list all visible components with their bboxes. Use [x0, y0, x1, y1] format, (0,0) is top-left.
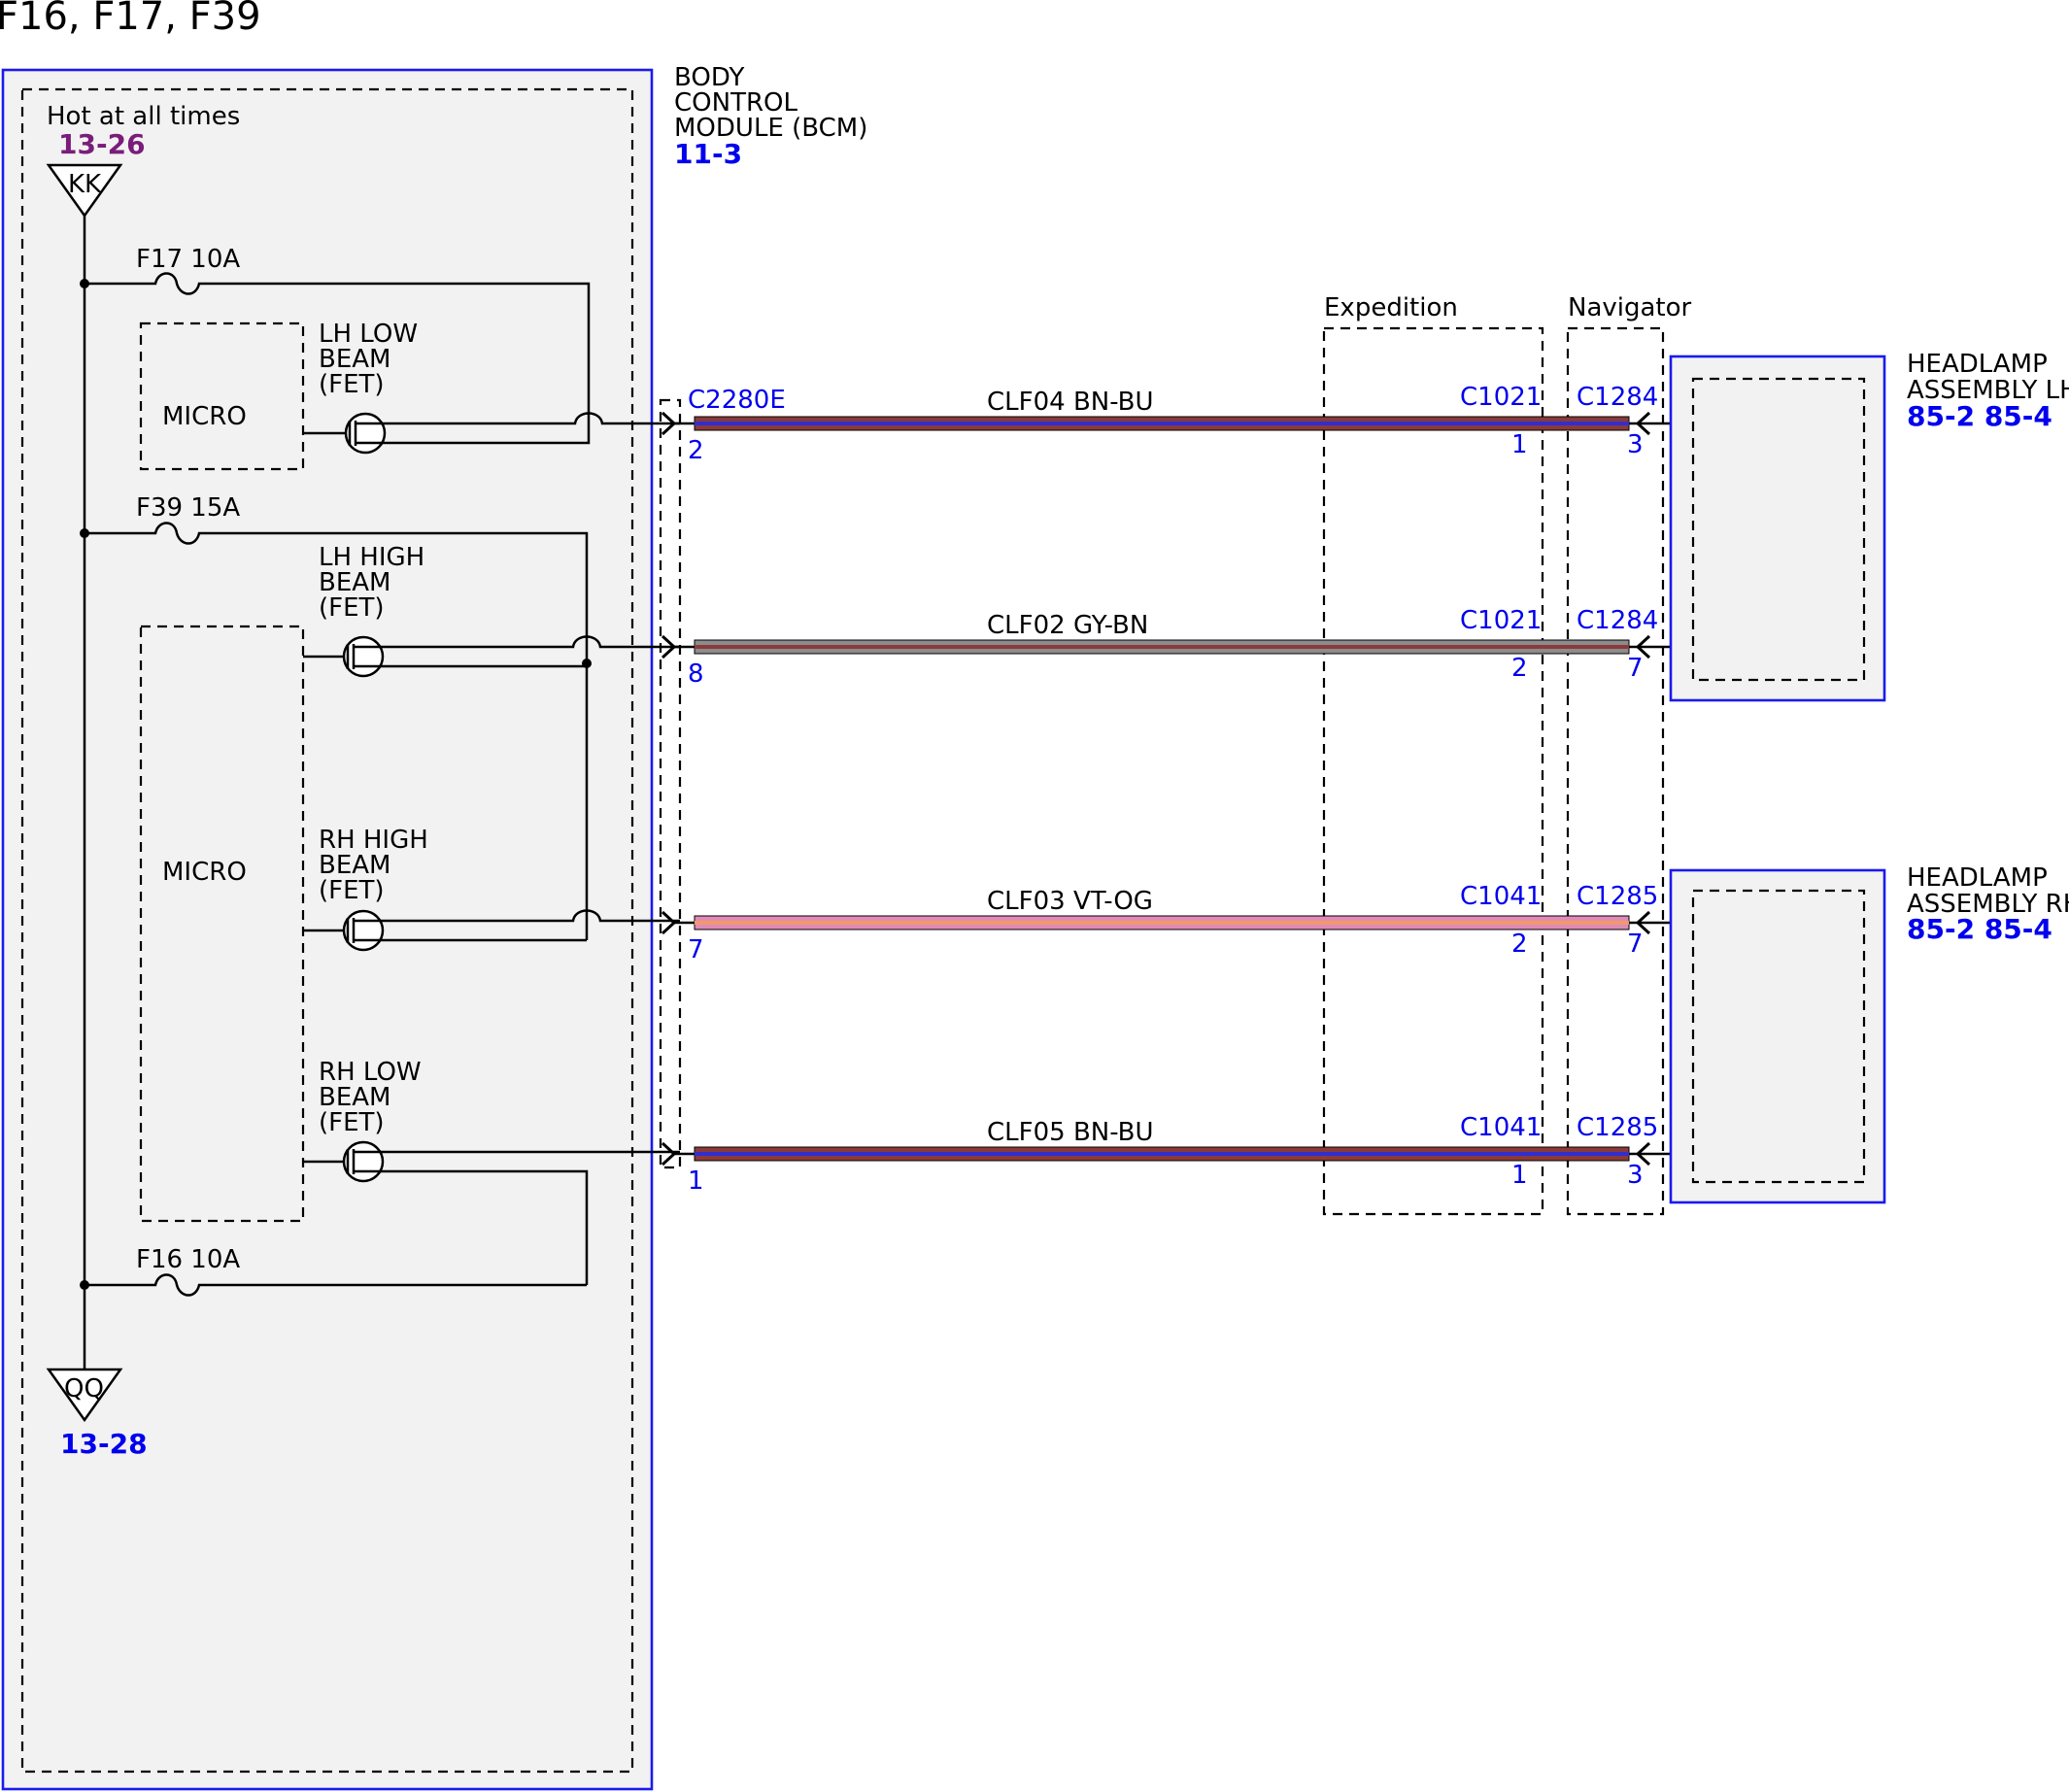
rh-low-label-1: RH LOW — [319, 1058, 422, 1087]
circuit-wire-stripe — [695, 645, 1629, 649]
lh-high-label-3: (FET) — [319, 593, 385, 623]
kk-terminal-label: KK — [68, 170, 102, 199]
mid-pin-number[interactable]: 1 — [1511, 430, 1528, 459]
mid-pin-number[interactable]: 2 — [1511, 654, 1528, 683]
lh-low-supply-wire — [385, 423, 591, 445]
lh-high-fet-icon — [303, 635, 385, 678]
qq-ref-link[interactable]: 13-28 — [60, 1428, 148, 1460]
mid-connector-label[interactable]: C1021 — [1460, 606, 1542, 635]
lh-low-label-1: LH LOW — [319, 320, 418, 349]
rh-high-output-wire — [383, 909, 680, 923]
end-connector-label[interactable]: C1285 — [1577, 882, 1658, 911]
hot-ref-link[interactable]: 13-26 — [58, 128, 146, 160]
rh-low-supply-wire — [383, 1169, 589, 1285]
rh-high-label-2: BEAM — [319, 851, 390, 880]
micro-bottom-label: MICRO — [162, 858, 247, 887]
bcm-ref-link[interactable]: 11-3 — [674, 138, 742, 170]
bcm-pin-number[interactable]: 1 — [688, 1166, 704, 1196]
micro-top-box — [139, 321, 305, 471]
bcm-pin-number[interactable]: 8 — [688, 659, 704, 689]
headlamp-pin-arrow — [1635, 1141, 1651, 1166]
headlamp-rh-label-2: ASSEMBLY RH — [1907, 890, 2069, 919]
headlamp-lh-box — [1669, 355, 1886, 702]
bcm-pin-arrow — [661, 910, 677, 935]
diagram-title: F16, F17, F39 — [0, 0, 261, 39]
qq-terminal-triangle — [46, 1368, 123, 1423]
mid-connector-label[interactable]: C1041 — [1460, 1113, 1542, 1142]
bcm-inner-boundary — [20, 87, 634, 1774]
circuit-name-label: CLF02 GY-BN — [987, 611, 1148, 640]
lh-high-output-wire — [383, 635, 680, 649]
headlamp-pin-arrow — [1635, 634, 1651, 659]
headlamp-rh-box — [1669, 868, 1886, 1204]
bcm-label: BODY CONTROL MODULE (BCM) 11-3 — [674, 63, 867, 170]
rh-high-label-3: (FET) — [319, 876, 385, 905]
headlamp-rh-label-1: HEADLAMP — [1907, 863, 2048, 893]
bcm-pin-arrow — [661, 1141, 677, 1166]
fuse-f17-wire — [85, 272, 591, 423]
end-connector-label[interactable]: C1285 — [1577, 1113, 1658, 1142]
circuit-name-label: CLF03 VT-OG — [987, 887, 1153, 916]
fuse-f16-label: F16 10A — [136, 1245, 240, 1274]
rh-high-fet-icon — [303, 909, 385, 952]
lh-low-output-wire — [385, 412, 680, 425]
headlamp-lh-label-1: HEADLAMP — [1907, 350, 2048, 379]
end-pin-number[interactable]: 7 — [1627, 930, 1644, 959]
lh-high-label-1: LH HIGH — [319, 543, 424, 572]
rh-low-label-3: (FET) — [319, 1108, 385, 1137]
end-pin-number[interactable]: 3 — [1627, 1161, 1644, 1190]
end-connector-label[interactable]: C1284 — [1577, 606, 1658, 635]
micro-top-label: MICRO — [162, 402, 247, 431]
bcm-connector-outline — [659, 398, 682, 1169]
lh-low-label-3: (FET) — [319, 370, 385, 399]
headlamp-lh-inner — [1691, 377, 1866, 682]
headlamp-pin-arrow — [1635, 411, 1651, 436]
headlamp-lh-refs[interactable]: 85-2 85-4 — [1907, 400, 2052, 432]
circuit-wire-stripe — [695, 1152, 1629, 1156]
bcm-pin-number[interactable]: 2 — [688, 436, 704, 465]
fuse-f39-wire — [85, 522, 589, 940]
circuit-name-label: CLF05 BN-BU — [987, 1118, 1154, 1147]
bcm-label-line-2: CONTROL — [674, 88, 797, 118]
headlamp-pin-arrow — [1635, 910, 1651, 935]
fuse-f16-wire — [85, 1273, 587, 1297]
hot-at-all-times-label: Hot at all times — [47, 102, 240, 131]
mid-connector-label[interactable]: C1021 — [1460, 383, 1542, 412]
mid-pin-number[interactable]: 1 — [1511, 1161, 1528, 1190]
circuit-wire-stripe — [695, 422, 1629, 425]
expedition-boundary — [1322, 326, 1544, 1216]
mid-pin-number[interactable]: 2 — [1511, 930, 1528, 959]
headlamp-rh-refs[interactable]: 85-2 85-4 — [1907, 913, 2052, 945]
lh-low-fet-icon — [303, 412, 387, 455]
rh-high-label-1: RH HIGH — [319, 826, 428, 855]
lh-low-label-2: BEAM — [319, 345, 390, 374]
headlamp-lh-label-2: ASSEMBLY LH — [1907, 376, 2069, 405]
circuit-wire-stripe — [695, 921, 1629, 925]
expedition-label: Expedition — [1324, 293, 1458, 322]
qq-terminal-label: QQ — [64, 1374, 104, 1403]
rh-low-label-2: BEAM — [319, 1083, 390, 1112]
end-pin-number[interactable]: 7 — [1627, 654, 1644, 683]
bcm-label-line-3: MODULE (BCM) — [674, 114, 867, 143]
bcm-label-line-1: BODY — [674, 63, 744, 92]
lh-high-label-2: BEAM — [319, 568, 390, 597]
bcm-connector-label[interactable]: C2280E — [688, 386, 786, 415]
fuse-f17-label: F17 10A — [136, 245, 240, 274]
bcm-pin-number[interactable]: 7 — [688, 935, 704, 964]
navigator-label: Navigator — [1568, 293, 1692, 322]
end-pin-number[interactable]: 3 — [1627, 430, 1644, 459]
fuse-f39-label: F39 15A — [136, 493, 240, 523]
headlamp-rh-inner — [1691, 889, 1866, 1184]
mid-connector-label[interactable]: C1041 — [1460, 882, 1542, 911]
kk-terminal-triangle — [46, 163, 123, 219]
rh-low-fet-icon — [303, 1140, 385, 1183]
end-connector-label[interactable]: C1284 — [1577, 383, 1658, 412]
navigator-boundary — [1566, 326, 1665, 1216]
circuit-name-label: CLF04 BN-BU — [987, 388, 1154, 417]
